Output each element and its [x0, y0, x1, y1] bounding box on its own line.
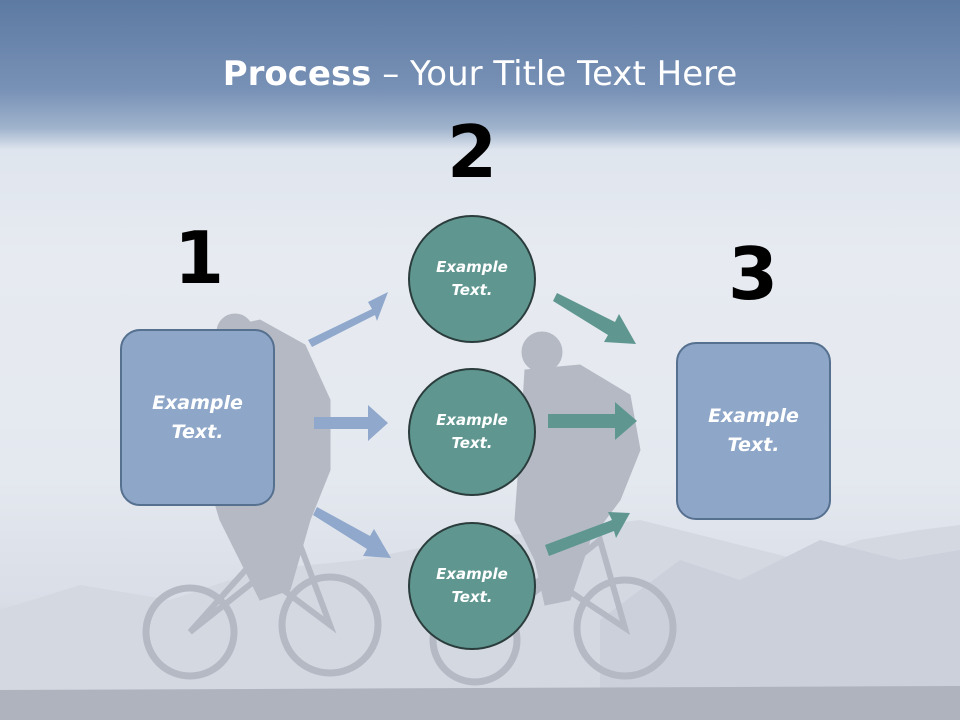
right-step-box: Example Text. [676, 342, 831, 520]
bottom-circle-text: Example Text. [436, 565, 508, 606]
left-step-box: Example Text. [120, 329, 275, 506]
top-circle-text: Example Text. [436, 258, 508, 299]
title-bold: Process [222, 54, 372, 94]
middle-circle-text: Example Text. [436, 411, 508, 452]
left-step-text: Example Text. [152, 391, 243, 443]
step-number-1: 1 [173, 216, 225, 300]
arrow-right-left [314, 405, 388, 441]
left-arrows [308, 292, 391, 558]
arrow-up-right-right [545, 512, 630, 556]
title-rest: – Your Title Text Here [371, 54, 738, 94]
arrow-down-right-left [313, 507, 391, 558]
bottom-circle: Example Text. [408, 522, 536, 650]
arrow-down-right-right [553, 293, 636, 344]
right-step-text: Example Text. [708, 405, 799, 456]
arrow-right-right [548, 402, 637, 440]
step-number-3: 3 [727, 232, 779, 316]
middle-circle: Example Text. [408, 368, 536, 496]
top-circle: Example Text. [408, 215, 536, 343]
arrow-up-right-left [308, 292, 388, 347]
right-arrows [545, 293, 637, 556]
step-number-2: 2 [446, 110, 498, 194]
slide-title: Process – Your Title Text Here [0, 52, 960, 96]
